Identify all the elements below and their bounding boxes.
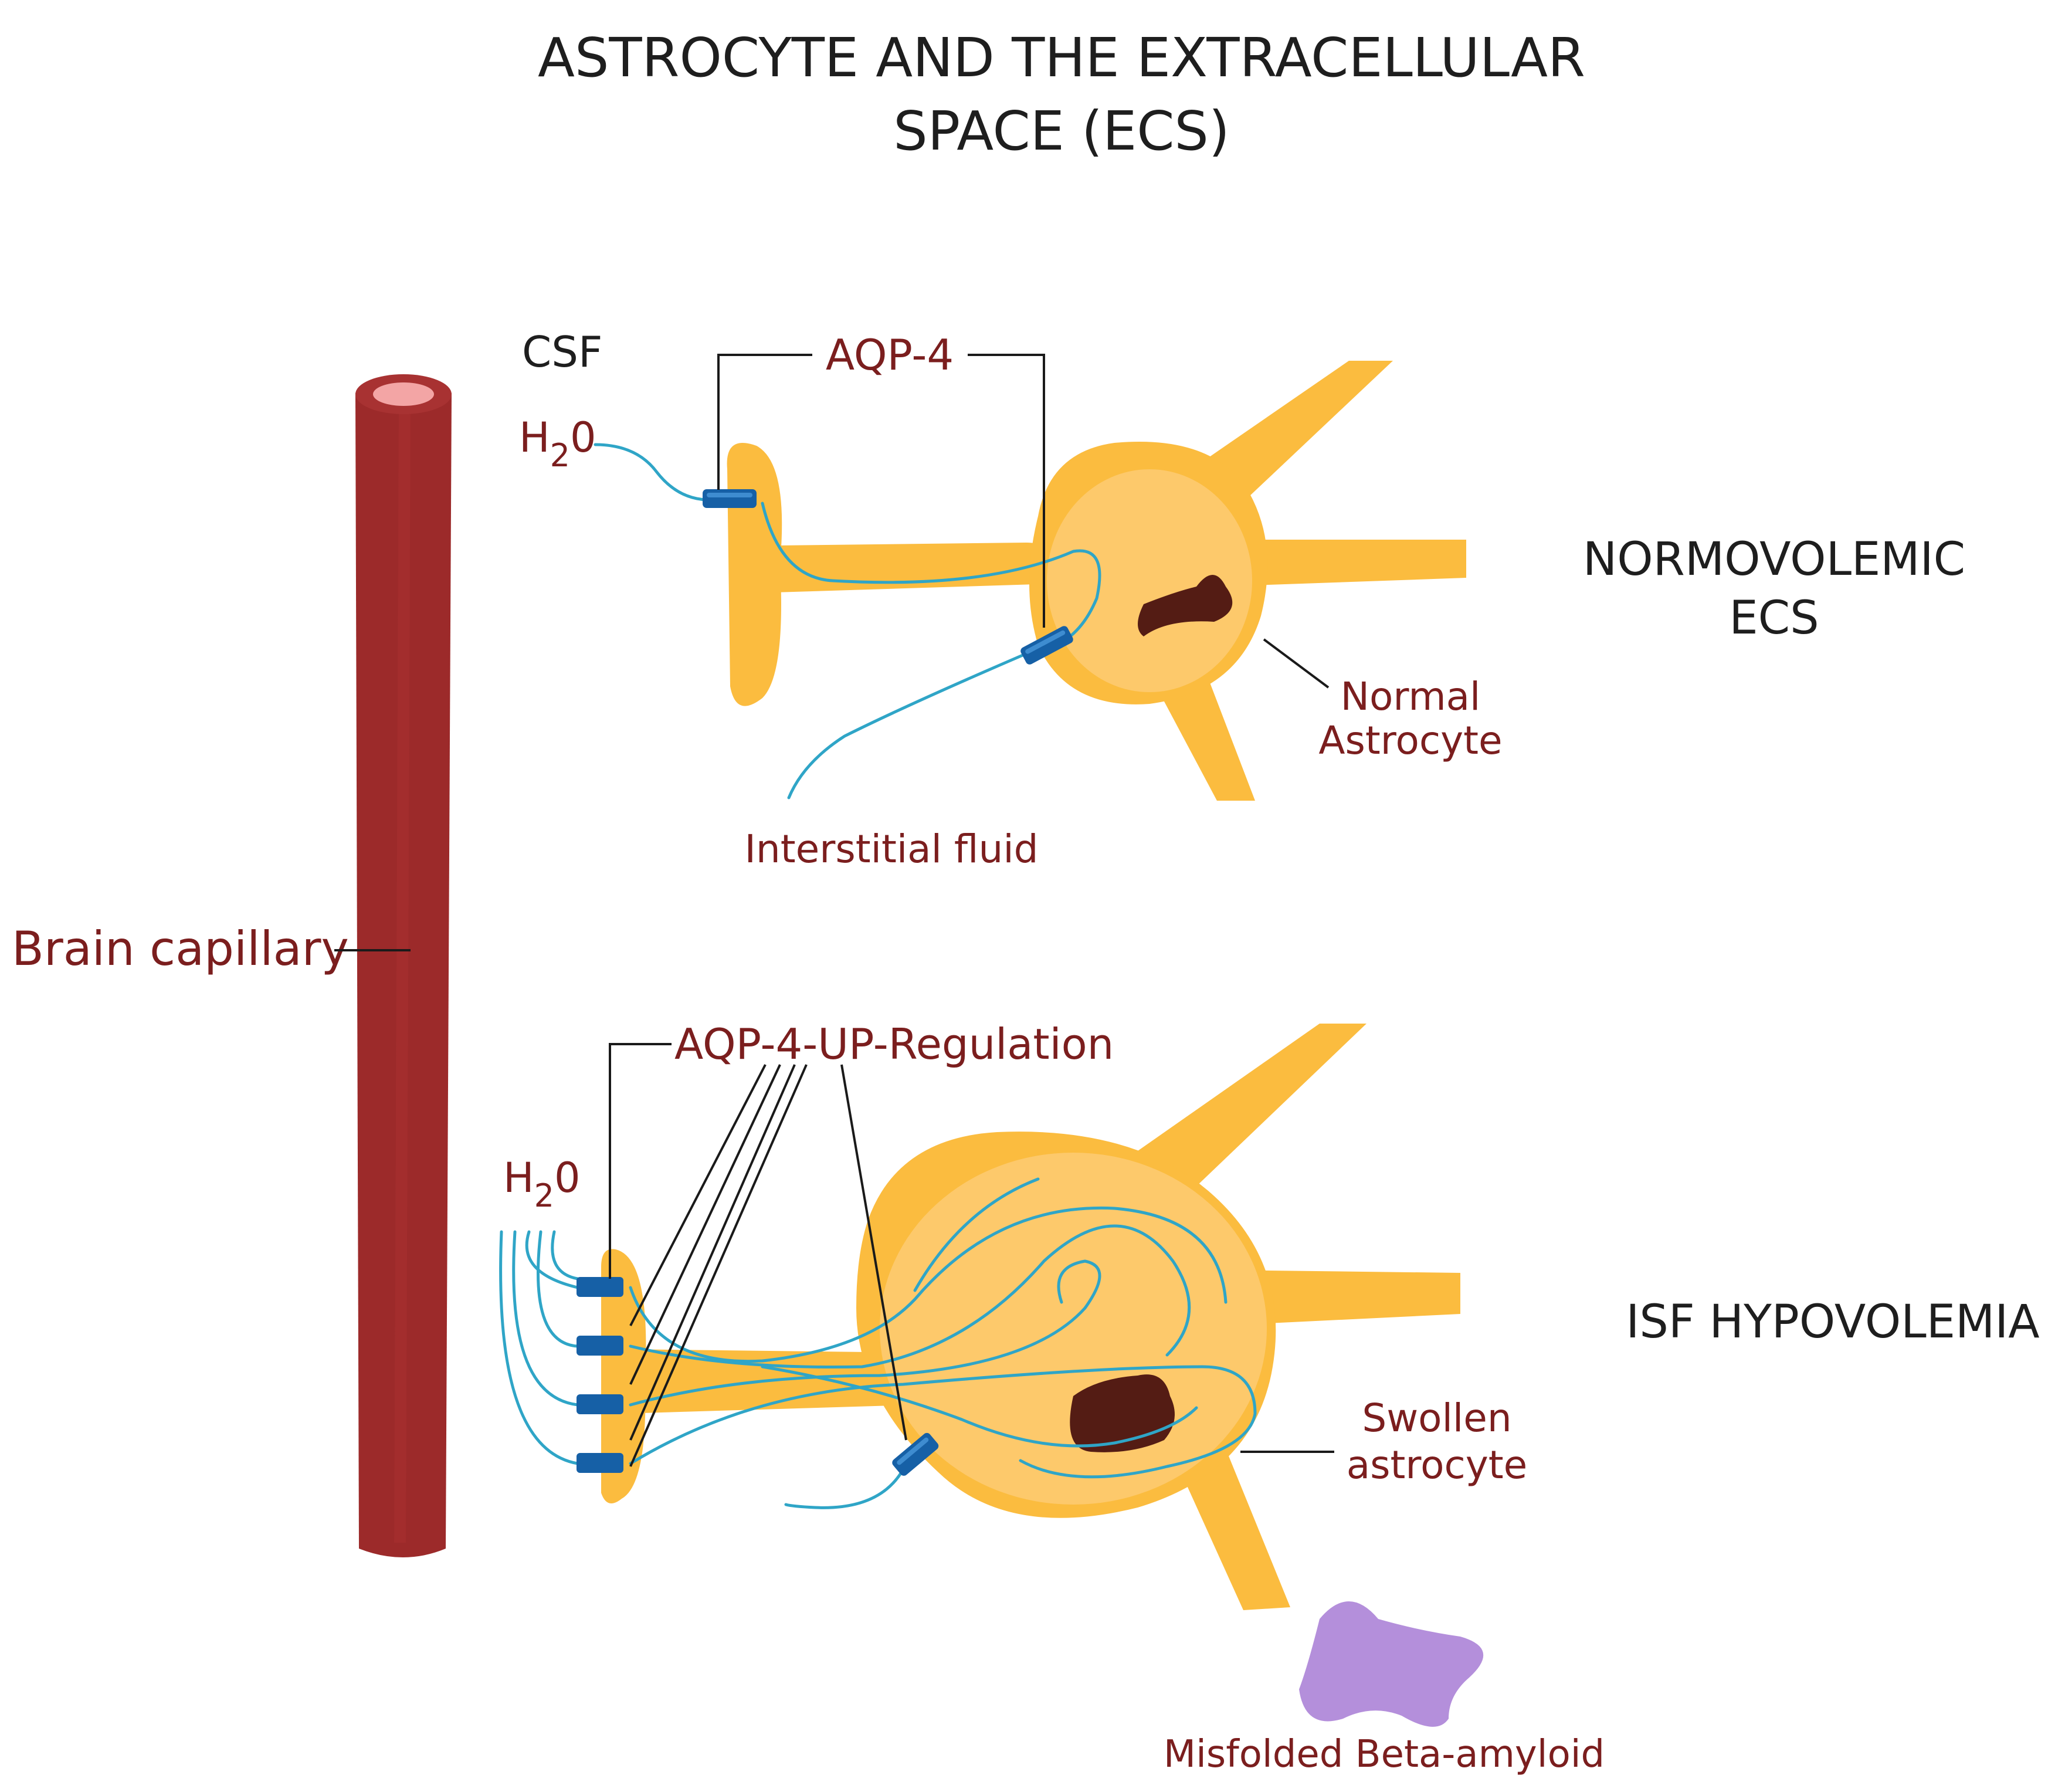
top-interstitial-flow (787, 649, 1034, 800)
bottom-aqp4-label: AQP-4-UP-Regulation (674, 1019, 1114, 1069)
swollen-astrocyte-soma (880, 1153, 1267, 1505)
beta-amyloid-label: Misfolded Beta-amyloid (1164, 1733, 1605, 1776)
bottom-aqp4-channel-5 (892, 1432, 939, 1476)
top-aqp4-label: AQP-4 (826, 330, 954, 380)
bottom-aqp4-channel-1 (577, 1277, 623, 1297)
bottom-aqp4-channel-4 (577, 1453, 623, 1473)
svg-text:H20: H20 (519, 414, 596, 474)
bottom-interstitial-flow (784, 1468, 905, 1509)
bottom-water-flows-in (499, 1230, 579, 1465)
top-aqp4-channel-2 (1020, 626, 1073, 665)
brain-capillary-label: Brain capillary (12, 922, 349, 976)
top-water-flow-internal (761, 502, 1101, 647)
normal-astrocyte-nucleus (1138, 575, 1233, 636)
swollen-astrocyte-label-2: astrocyte (1347, 1442, 1528, 1488)
bottom-state-label: ISF HYPOVOLEMIA (1626, 1296, 2039, 1349)
bottom-aqp4-channel-2 (577, 1336, 623, 1356)
title-line-2: SPACE (ECS) (893, 100, 1229, 162)
top-aqp4-channel-1 (703, 489, 757, 508)
top-state-line-1: NORMOVOLEMIC (1583, 533, 1965, 586)
beta-amyloid-blob (1299, 1601, 1484, 1727)
normal-astrocyte (727, 361, 1466, 801)
top-water-flow-in (594, 443, 708, 502)
swollen-astrocyte (601, 1024, 1460, 1610)
bottom-aqp4-channel-3 (577, 1394, 623, 1414)
top-water-label: H20 (519, 414, 596, 474)
bottom-internal-flows (629, 1177, 1257, 1479)
brain-capillary (355, 374, 452, 1557)
top-aqp4-bracket (717, 354, 1045, 628)
normal-astrocyte-soma (1047, 469, 1252, 692)
csf-label: CSF (522, 327, 602, 377)
normal-astrocyte-label-1: Normal (1341, 674, 1481, 719)
interstitial-fluid-label: Interstitial fluid (744, 826, 1038, 872)
top-state-line-2: ECS (1729, 592, 1819, 645)
svg-text:H20: H20 (503, 1154, 581, 1214)
bottom-aqp4-leaders (609, 1043, 907, 1467)
swollen-astrocyte-label-1: Swollen (1362, 1395, 1511, 1441)
title-line-1: ASTROCYTE AND THE EXTRACELLULAR (538, 26, 1585, 89)
normal-astrocyte-leader (1263, 638, 1330, 689)
normal-astrocyte-label-2: Astrocyte (1318, 718, 1502, 763)
bottom-water-label: H20 (503, 1154, 581, 1214)
